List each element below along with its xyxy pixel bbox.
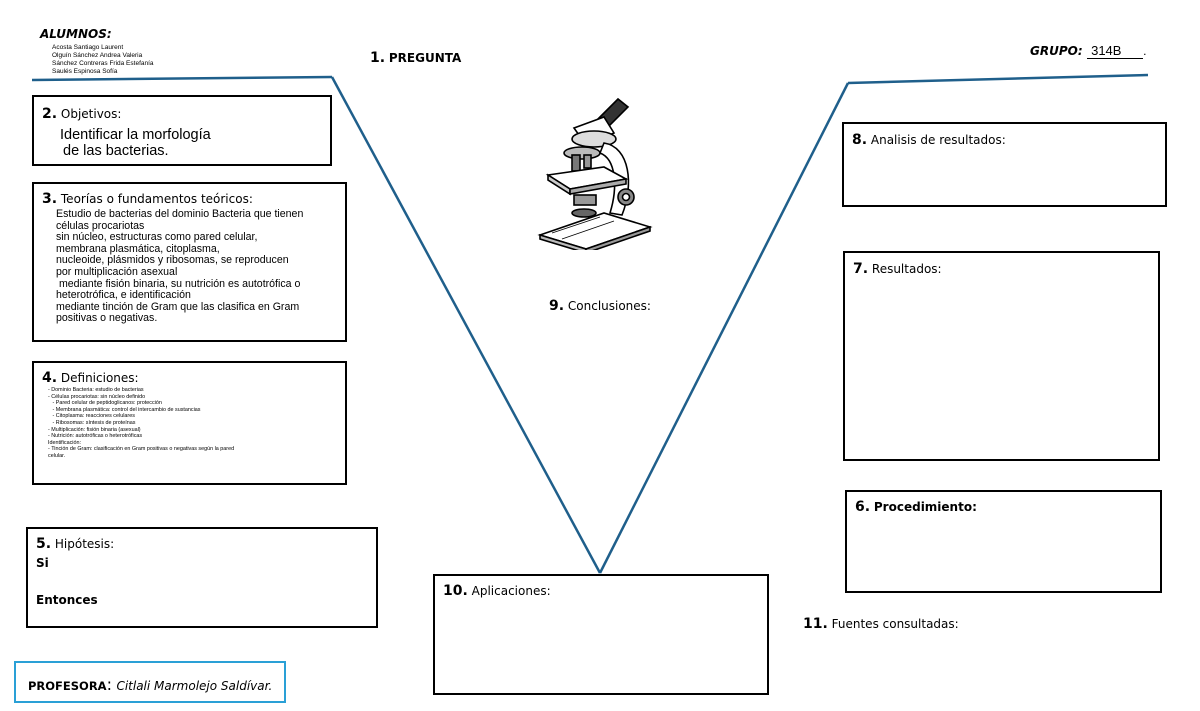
definiciones-text: - Dominio Bacteria: estudio de bacterias… [48,387,235,459]
alumno-name: Olguín Sánchez Andrea Valeria [52,52,143,59]
profesora-colon: : [106,675,112,694]
analisis-box: 8. Analisis de resultados: [842,122,1167,207]
hipotesis-box: 5. Hipótesis: Si Entonces [26,527,378,628]
objetivos-text: Identificar la morfología de las bacteri… [60,127,211,159]
alumno-name: Acosta Santiago Laurent [52,44,124,51]
hipotesis-title: 5. Hipótesis: [36,536,115,552]
grupo-value: 314B [1087,43,1144,59]
profesora-box: PROFESORA: Citlali Marmolejo Saldívar. [14,661,286,703]
resultados-box: 7. Resultados: [843,251,1160,461]
resultados-title: 7. Resultados: [853,261,942,277]
profesora-label: PROFESORA [28,679,107,693]
v-right-arm [598,82,850,574]
profesora-name: Citlali Marmolejo Saldívar. [116,679,273,693]
alumno-name: Sánchez Contreras Frida Estefanía [52,60,154,67]
alumno-name: Saulés Espinosa Sofía [52,68,118,75]
objetivos-box: 2. Objetivos: Identificar la morfología … [32,95,332,166]
v-left-arm [330,76,602,574]
grupo-field: GRUPO: 314B. [1030,42,1146,60]
definiciones-box: 4. Definiciones: - Dominio Bacteria: est… [32,361,347,485]
definiciones-title: 4. Definiciones: [42,370,139,386]
profesora-line: PROFESORA: Citlali Marmolejo Saldívar. [28,675,272,695]
grupo-label: GRUPO: [1030,44,1083,58]
procedimiento-box: 6. Procedimiento: [845,490,1162,593]
header-underline-right [847,73,1149,85]
fuentes-title: 11. Fuentes consultadas: [803,616,959,632]
pregunta-title: 1. PREGUNTA [370,50,462,66]
aplicaciones-box: 10. Aplicaciones: [433,574,769,695]
hipotesis-si: Si [36,556,49,570]
procedimiento-title: 6. Procedimiento: [855,499,977,515]
alumnos-label: ALUMNOS: [40,27,112,41]
grupo-dot: . [1143,44,1147,58]
teorias-title: 3. Teorías o fundamentos teóricos: [42,191,253,207]
microscope-icon [537,97,653,250]
alumnos-list: Acosta Santiago Laurent Olguín Sánchez A… [52,44,154,76]
teorias-box: 3. Teorías o fundamentos teóricos: Estud… [32,182,347,342]
hipotesis-entonces: Entonces [36,593,98,607]
header-underline-left [31,75,333,82]
teorias-text: Estudio de bacterias del dominio Bacteri… [56,208,304,325]
conclusiones-title: 9. Conclusiones: [549,298,651,314]
objetivos-title: 2. Objetivos: [42,106,122,122]
analisis-title: 8. Analisis de resultados: [852,132,1006,148]
aplicaciones-title: 10. Aplicaciones: [443,583,551,599]
